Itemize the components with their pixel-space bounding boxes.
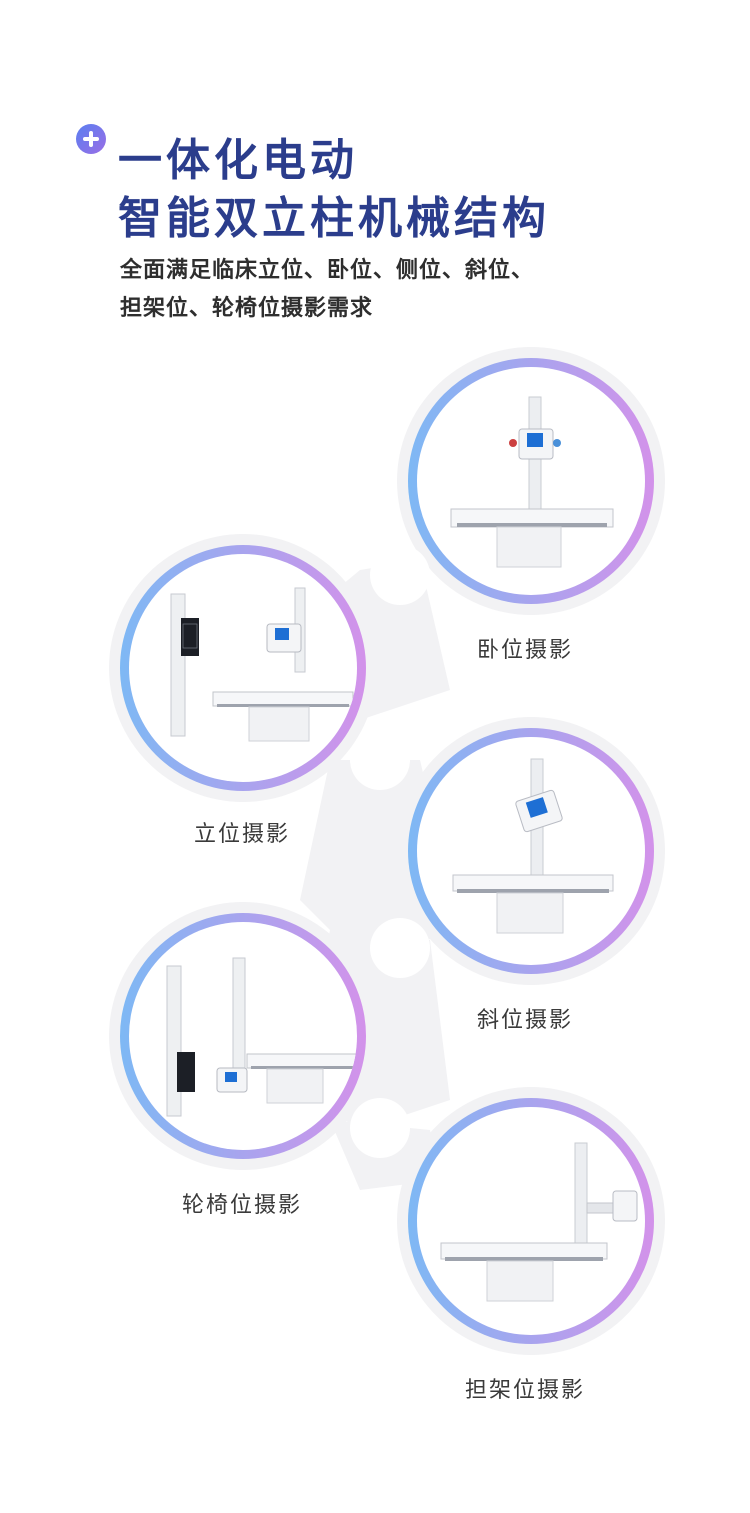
page-title-line2: 智能双立柱机械结构 <box>118 193 550 244</box>
mode-circle-lying <box>408 358 654 604</box>
mode-label-standing: 立位摄影 <box>193 822 290 847</box>
page-title-line1: 一体化电动 <box>118 135 358 186</box>
lying-device-image <box>450 396 614 568</box>
oblique-device-image <box>452 758 614 934</box>
wheelchair-device-image <box>166 957 357 1117</box>
mode-circle-standing <box>120 545 366 791</box>
mode-label-wheelchair: 轮椅位摄影 <box>181 1193 302 1218</box>
mode-label-stretcher: 担架位摄影 <box>464 1378 585 1403</box>
mode-label-lying: 卧位摄影 <box>476 638 573 663</box>
mode-circle-oblique <box>408 728 654 974</box>
subtitle-line2: 担架位、轮椅位摄影需求 <box>120 296 374 321</box>
mode-circle-stretcher <box>408 1098 654 1344</box>
subtitle-line1: 全面满足临床立位、卧位、侧位、斜位、 <box>120 258 535 283</box>
plus-icon <box>76 124 106 154</box>
mode-circle-wheelchair <box>120 913 366 1159</box>
mode-label-oblique: 斜位摄影 <box>476 1008 573 1033</box>
stretcher-device-image <box>440 1142 638 1302</box>
standing-device-image <box>170 587 354 742</box>
